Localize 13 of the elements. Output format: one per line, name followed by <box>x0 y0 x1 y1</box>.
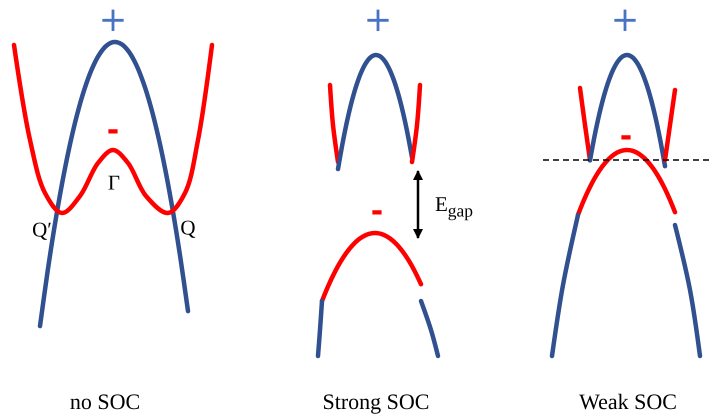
plus-sign: + <box>98 3 128 37</box>
panel-title: Weak SOC <box>579 391 677 413</box>
plus-sign: + <box>610 3 640 37</box>
gap-label: E$_{gap}$ <box>434 194 474 220</box>
panel-title: no SOC <box>70 391 140 413</box>
panel-title: Strong SOC <box>322 391 430 413</box>
point-label: Γ <box>108 172 120 194</box>
minus-sign: - <box>620 122 632 152</box>
point-label: Q <box>180 218 196 238</box>
point-label: Q′ <box>32 220 52 240</box>
minus-sign: - <box>370 197 384 227</box>
minus-sign: - <box>106 116 120 146</box>
plus-sign: + <box>364 3 392 37</box>
